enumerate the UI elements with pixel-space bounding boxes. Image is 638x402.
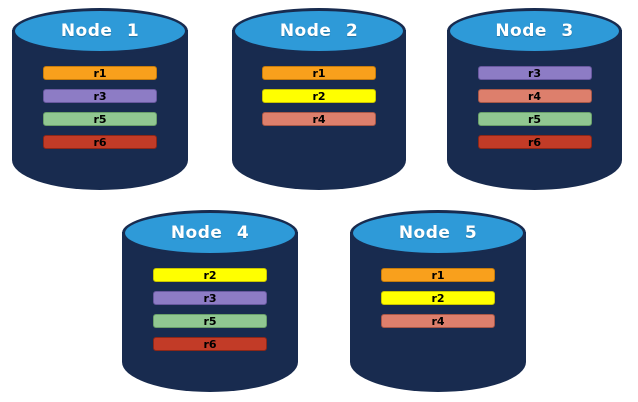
db-node-5: Node 5 r1 r2 r4 (350, 210, 526, 392)
replica-list: r1 r3 r5 r6 (12, 66, 188, 158)
cylinder-top: Node 4 (122, 210, 298, 256)
replica-bar-r2: r2 (153, 268, 267, 282)
replica-bar-r6: r6 (153, 337, 267, 351)
replica-bar-r3: r3 (153, 291, 267, 305)
replica-bar-r4: r4 (262, 112, 376, 126)
cylinder-body (232, 30, 406, 190)
cylinder-top: Node 1 (12, 8, 188, 54)
replica-bar-r5: r5 (153, 314, 267, 328)
replica-bar-r1: r1 (381, 268, 495, 282)
replica-bar-r3: r3 (477, 66, 592, 80)
db-node-1: Node 1 r1 r3 r5 r6 (12, 8, 188, 190)
replica-bar-r6: r6 (43, 135, 157, 149)
node-title: Node 5 (398, 223, 478, 243)
cylinder-body (12, 30, 188, 190)
db-node-3: Node 3 r3 r4 r5 r6 (447, 8, 622, 190)
node-title: Node 1 (60, 21, 140, 41)
replica-bar-r5: r5 (477, 112, 592, 126)
replica-bar-r3: r3 (43, 89, 157, 103)
cylinder-top: Node 3 (447, 8, 622, 54)
db-node-2: Node 2 r1 r2 r4 (232, 8, 406, 190)
node-title: Node 4 (170, 223, 250, 243)
cylinder-top: Node 5 (350, 210, 526, 256)
replica-bar-r1: r1 (262, 66, 376, 80)
replica-list: r3 r4 r5 r6 (447, 66, 622, 158)
node-title: Node 3 (495, 21, 574, 41)
cylinder-body (350, 232, 526, 392)
replica-bar-r4: r4 (477, 89, 592, 103)
replica-bar-r5: r5 (43, 112, 157, 126)
replica-list: r2 r3 r5 r6 (122, 268, 298, 360)
cylinder-top: Node 2 (232, 8, 406, 54)
replica-bar-r1: r1 (43, 66, 157, 80)
replica-bar-r2: r2 (262, 89, 376, 103)
replica-list: r1 r2 r4 (350, 268, 526, 337)
replica-bar-r4: r4 (381, 314, 495, 328)
replica-list: r1 r2 r4 (232, 66, 406, 135)
replica-bar-r2: r2 (381, 291, 495, 305)
node-title: Node 2 (279, 21, 359, 41)
replica-bar-r6: r6 (477, 135, 592, 149)
cylinder-body (447, 30, 622, 190)
db-node-4: Node 4 r2 r3 r5 r6 (122, 210, 298, 392)
cylinder-body (122, 232, 298, 392)
